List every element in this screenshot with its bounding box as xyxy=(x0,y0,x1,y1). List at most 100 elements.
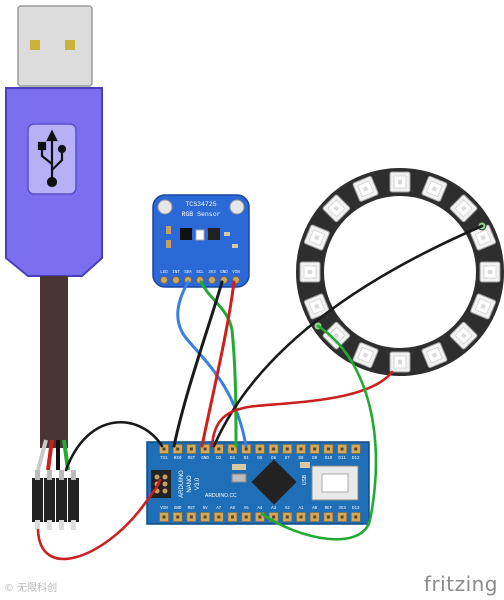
nano-pin-label: A2 xyxy=(285,507,291,511)
nano-mini-usb-inner xyxy=(321,473,349,493)
sensor-pin xyxy=(208,276,216,284)
wire-green-ring-data xyxy=(260,324,378,541)
ring-led xyxy=(421,175,448,202)
usb-cord xyxy=(40,276,68,448)
sensor-pin xyxy=(160,276,168,284)
sensor-pin-row: LED INT SDA SCL 3V3 GND VIN xyxy=(160,271,240,284)
ring-led xyxy=(352,175,379,202)
usb-cable xyxy=(5,5,103,530)
nano-pin-label: A3 xyxy=(271,507,277,511)
nano-pin-label: VIN xyxy=(160,507,168,511)
sensor-pin-label: SDA xyxy=(184,271,192,275)
mount-hole xyxy=(157,199,173,215)
nano-pin-label: A4 xyxy=(257,507,263,511)
smd-part xyxy=(232,244,238,248)
nano-brand-line2: NANO xyxy=(187,475,193,493)
corner-watermark: © 无限科创 xyxy=(4,583,58,594)
tcs34725-breakout: TCS34725 RGB Sensor LED INT SDA SCL 3V3 GND VI… xyxy=(152,194,250,288)
nano-pin-label: REF xyxy=(325,507,333,511)
ring-led xyxy=(322,321,351,350)
nano-pin-label: A0 xyxy=(312,507,318,511)
sensor-pin-label: INT xyxy=(172,271,180,275)
nano-pin-label: GND xyxy=(201,457,209,461)
wire-red-ring-power xyxy=(210,370,394,448)
nano-pin-label: D5 xyxy=(257,457,263,461)
nano-pin-label: 3V3 xyxy=(338,507,346,511)
sensor-title: TCS34725 xyxy=(185,201,216,208)
nano-pin-label: A6 xyxy=(230,507,236,511)
ring-led xyxy=(479,261,501,283)
wire-black-gnd-sensor xyxy=(172,280,224,448)
sensor-pin-label: 3V3 xyxy=(208,271,216,275)
ring-led xyxy=(352,342,379,369)
nano-version: V3.0 xyxy=(195,477,201,490)
crystal xyxy=(231,473,247,483)
smd-part xyxy=(166,240,171,248)
nano-pin-label: D8 xyxy=(298,457,304,461)
nano-pin-label: D11 xyxy=(338,457,346,461)
wire-black-usb-gnd xyxy=(64,421,164,472)
usb-wire xyxy=(36,439,48,471)
smd-part xyxy=(224,232,230,236)
nano-pin-label: D12 xyxy=(352,457,360,461)
sensor-subtitle: RGB Sensor xyxy=(181,211,220,218)
usb-plug-metal xyxy=(17,5,93,87)
usb-plug-contact xyxy=(65,40,75,50)
nano-pin-label: D10 xyxy=(325,457,333,461)
nano-pin-label: D9 xyxy=(312,457,318,461)
sensor-pin-label: LED xyxy=(160,271,168,275)
wire-red-usb-power xyxy=(36,478,162,561)
nano-pin-label: RST xyxy=(188,507,196,511)
ring-led xyxy=(449,194,478,223)
ring-led xyxy=(299,261,321,283)
ring-led xyxy=(322,194,351,223)
nano-pin-label: D4 xyxy=(244,457,250,461)
nano-usb-label: USB xyxy=(302,474,308,485)
nano-pin-label: D6 xyxy=(271,457,277,461)
wires xyxy=(36,224,484,561)
ring-led xyxy=(449,321,478,350)
wire-green-scl xyxy=(199,280,238,448)
nano-pin-label: A7 xyxy=(216,507,222,511)
wire-black-gnd-ring xyxy=(212,224,484,448)
ring-led xyxy=(303,224,330,251)
ring-led xyxy=(389,171,411,193)
smd-part xyxy=(300,462,310,468)
sensor-pin-label: SCL xyxy=(196,271,204,275)
fritzing-logo: fritzing xyxy=(423,572,498,596)
wire-red-5v-sensor xyxy=(200,280,236,448)
ring-led xyxy=(470,293,497,320)
sensor-chip xyxy=(180,228,192,240)
sensor-pcb xyxy=(152,194,250,288)
smd-part xyxy=(232,464,246,470)
nano-pin-label: RX0 xyxy=(174,457,182,461)
regulator xyxy=(208,228,220,240)
nano-pin-label: GND xyxy=(174,507,182,511)
usb-dupont-connectors xyxy=(32,470,79,530)
usb-plug-contact xyxy=(30,40,40,50)
nano-pin-label: D7 xyxy=(285,457,291,461)
nano-pin-label: TX1 xyxy=(160,457,168,461)
usb-wire-red xyxy=(46,439,54,471)
ring-led-group xyxy=(299,171,501,373)
led-white xyxy=(195,229,205,241)
smd-part xyxy=(166,226,171,234)
ring-led xyxy=(421,342,448,369)
nano-pin-label: D3 xyxy=(230,457,236,461)
sensor-pin-label: GND xyxy=(220,271,228,275)
nano-pin-label: D2 xyxy=(216,457,222,461)
nano-pin-label: A5 xyxy=(244,507,250,511)
sensor-pin xyxy=(172,276,180,284)
nano-icsp-label: ARDUINO.CC xyxy=(205,493,237,499)
nano-brand-line1: ARDUINO xyxy=(179,470,185,498)
nano-pin-label: A1 xyxy=(298,507,304,511)
icsp-header xyxy=(151,470,171,498)
nano-pin-label: 5V xyxy=(203,507,209,511)
usb-trident-icon xyxy=(37,129,67,188)
ring-led xyxy=(389,351,411,373)
sensor-pin-label: VIN xyxy=(232,271,240,275)
